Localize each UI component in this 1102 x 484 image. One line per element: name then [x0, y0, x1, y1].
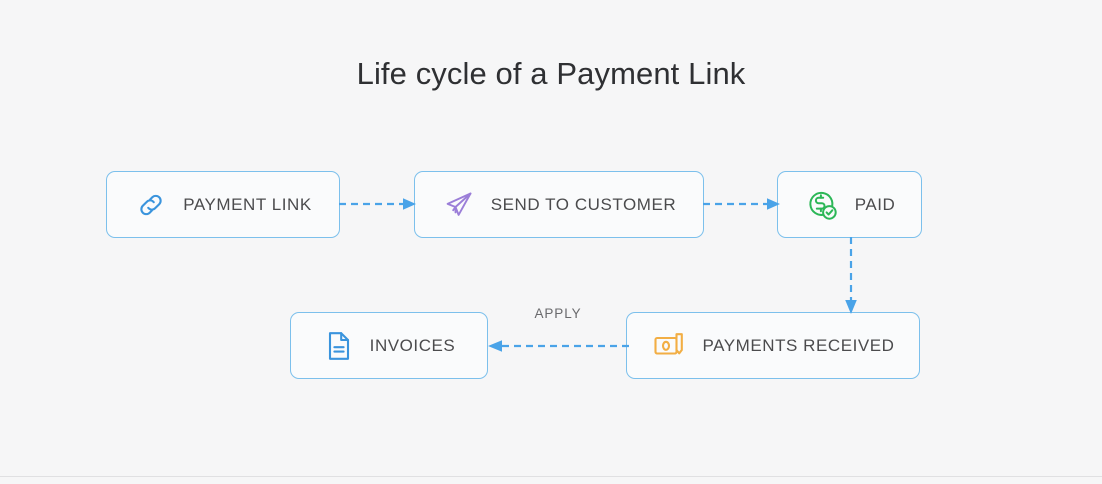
connector-payment-link-to-send-to-customer: [338, 192, 418, 216]
bottom-divider: [0, 476, 1102, 477]
node-paid[interactable]: PAID: [777, 171, 922, 238]
document-icon: [323, 329, 355, 363]
node-label: PAID: [854, 194, 896, 214]
node-invoices[interactable]: INVOICES: [290, 312, 488, 379]
connector-label-apply: APPLY: [534, 306, 582, 321]
node-payment-link[interactable]: PAYMENT LINK: [106, 171, 340, 238]
connector-send-to-customer-to-paid: [702, 192, 782, 216]
page-title: Life cycle of a Payment Link: [356, 56, 746, 91]
node-label: SEND TO CUSTOMER: [490, 194, 677, 214]
connector-payments-received-to-invoices: [486, 334, 630, 358]
node-label: INVOICES: [369, 335, 456, 355]
dollar-check-icon: [804, 187, 840, 223]
paper-plane-icon: [442, 188, 476, 222]
cash-note-icon: [652, 329, 688, 363]
node-label: PAYMENTS RECEIVED: [702, 335, 895, 355]
node-send-to-customer[interactable]: SEND TO CUSTOMER: [414, 171, 704, 238]
node-payments-received[interactable]: PAYMENTS RECEIVED: [626, 312, 920, 379]
node-label: PAYMENT LINK: [183, 194, 312, 214]
chain-link-icon: [134, 188, 168, 222]
connector-paid-to-payments-received: [836, 236, 866, 316]
